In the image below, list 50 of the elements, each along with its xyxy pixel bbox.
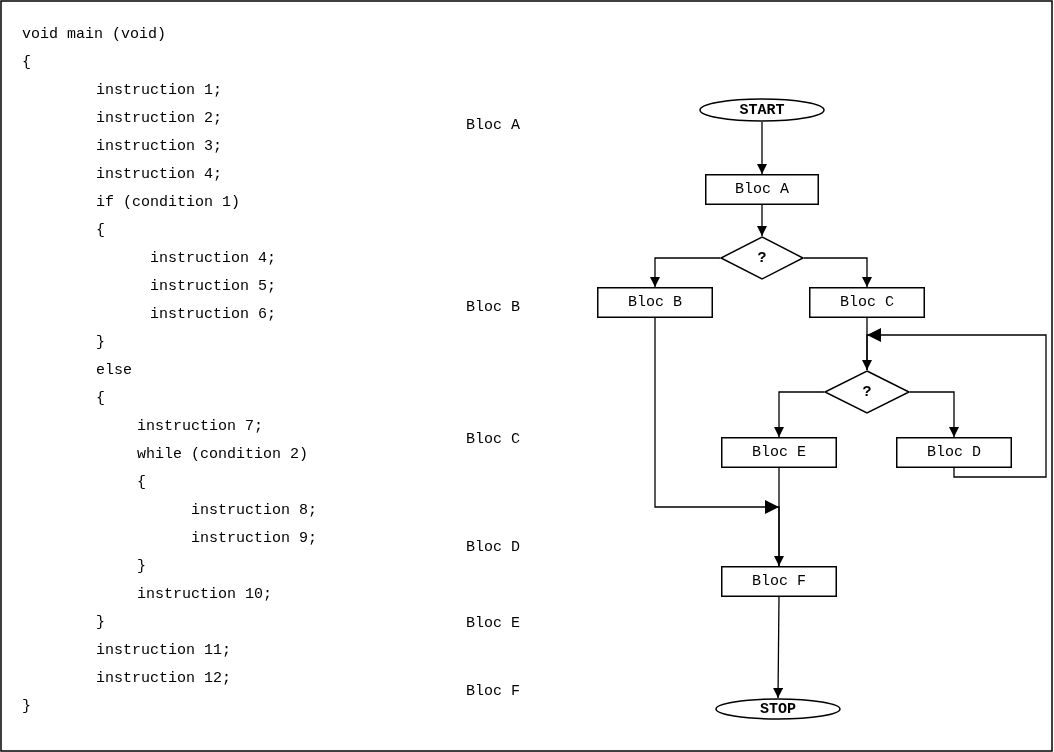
decision-diamond: ? (720, 236, 804, 280)
code-line: instruction 9; (191, 530, 318, 548)
arrow (774, 467, 784, 567)
process-box: Bloc D (896, 437, 1012, 468)
block-label: Bloc D (466, 539, 520, 557)
code-line: } (22, 698, 31, 716)
arrow (650, 257, 721, 288)
process-box: Bloc F (721, 566, 837, 597)
code-line: } (96, 614, 105, 632)
code-line: instruction 3; (96, 138, 223, 156)
arrow (909, 391, 959, 438)
arrow (866, 328, 1047, 478)
code-line: instruction 10; (137, 586, 273, 604)
arrow (803, 257, 872, 288)
code-line: instruction 7; (137, 418, 264, 436)
code-line: while (condition 2) (137, 446, 309, 464)
code-line: instruction 11; (96, 642, 232, 660)
code-line: instruction 2; (96, 110, 223, 128)
process-box: Bloc B (597, 287, 713, 318)
code-line: instruction 8; (191, 502, 318, 520)
arrow (757, 204, 767, 237)
process-box: Bloc C (809, 287, 925, 318)
code-line: instruction 12; (96, 670, 232, 688)
code-line: { (137, 474, 146, 492)
arrow (774, 391, 825, 438)
block-label: Bloc B (466, 299, 520, 317)
stop-oval: STOP (715, 698, 841, 720)
code-line: { (96, 222, 105, 240)
block-label: Bloc C (466, 431, 520, 449)
code-line: else (96, 362, 132, 380)
code-line: instruction 5; (150, 278, 277, 296)
code-line: instruction 4; (96, 166, 223, 184)
code-line: } (137, 558, 146, 576)
block-label: Bloc A (466, 117, 520, 135)
code-line: instruction 6; (150, 306, 277, 324)
block-label: Bloc F (466, 683, 520, 701)
code-line: } (96, 334, 105, 352)
code-line: instruction 1; (96, 82, 223, 100)
arrow (773, 596, 784, 699)
code-line: { (22, 54, 31, 72)
decision-diamond: ? (824, 370, 910, 414)
start-oval: START (699, 98, 825, 122)
process-box: Bloc E (721, 437, 837, 468)
code-line: if (condition 1) (96, 194, 241, 212)
process-box: Bloc A (705, 174, 819, 205)
code-line: void main (void) (22, 26, 167, 44)
block-label: Bloc E (466, 615, 520, 633)
code-line: { (96, 390, 105, 408)
code-line: instruction 4; (150, 250, 277, 268)
arrow (757, 121, 767, 175)
